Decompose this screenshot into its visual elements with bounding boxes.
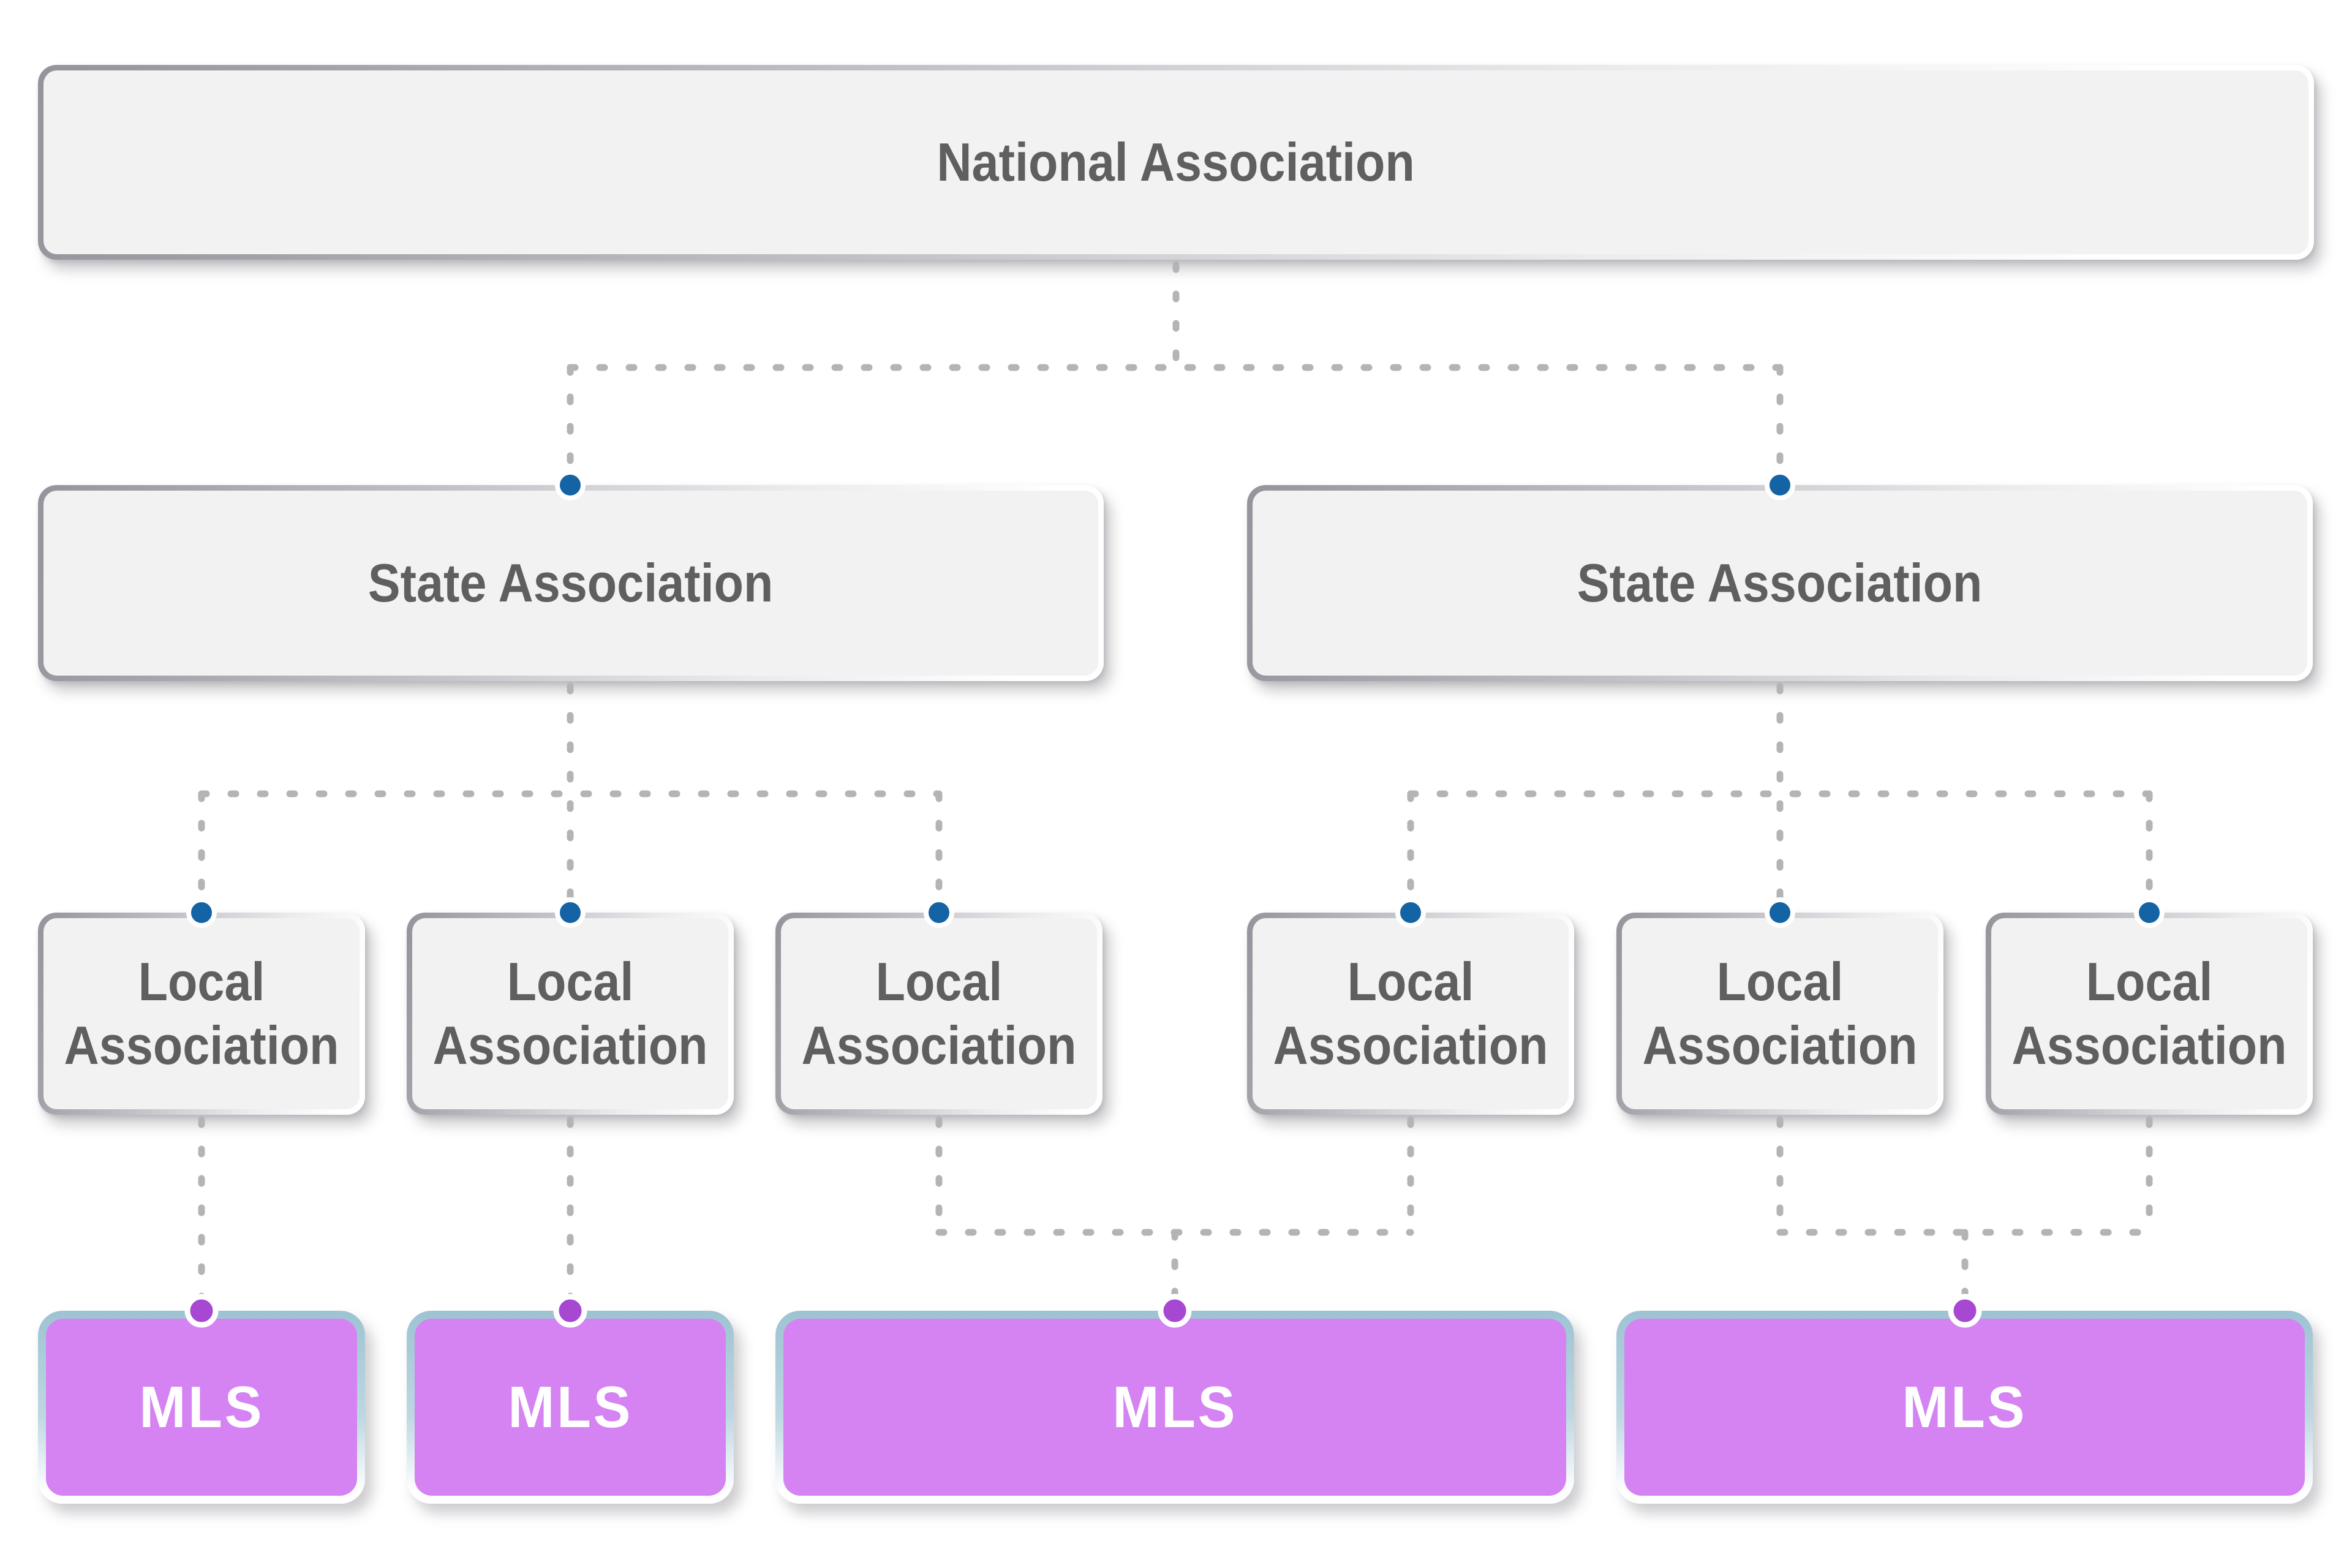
mls-box-2: MLS <box>407 1311 734 1504</box>
local-association-label-6: Local Association <box>2011 951 2287 1076</box>
local-association-label-3: Local Association <box>801 951 1077 1076</box>
local-association-box-4-face: Local Association <box>1253 918 1569 1109</box>
mls-box-2-face: MLS <box>415 1319 726 1496</box>
state-association-label-2: State Association <box>1577 552 1983 614</box>
state-association-box-1: State Association <box>38 485 1104 681</box>
state-association-box-2: State Association <box>1247 485 2313 681</box>
local-association-label-5: Local Association <box>1642 951 1918 1076</box>
mls-box-4-face: MLS <box>1624 1319 2305 1496</box>
local-association-box-2-face: Local Association <box>412 918 728 1109</box>
national-association-box-face: National Association <box>43 70 2309 254</box>
local-association-box-3-face: Local Association <box>781 918 1097 1109</box>
local-association-label-2: Local Association <box>432 951 708 1076</box>
national-association-box: National Association <box>38 65 2314 260</box>
mls-box-3: MLS <box>775 1311 1574 1504</box>
local-association-box-6: Local Association <box>1986 913 2313 1115</box>
mls-box-3-face: MLS <box>783 1319 1566 1496</box>
local-association-box-4: Local Association <box>1247 913 1574 1115</box>
local-association-box-1-face: Local Association <box>43 918 360 1109</box>
mls-label-4: MLS <box>1902 1374 2027 1440</box>
mls-label-2: MLS <box>508 1374 633 1440</box>
state-association-box-1-face: State Association <box>43 491 1098 676</box>
local-association-label-4: Local Association <box>1273 951 1548 1076</box>
mls-box-4: MLS <box>1616 1311 2313 1504</box>
local-association-box-3: Local Association <box>775 913 1102 1115</box>
local-association-box-1: Local Association <box>38 913 365 1115</box>
mls-box-1-face: MLS <box>46 1319 357 1496</box>
mls-box-1: MLS <box>38 1311 365 1504</box>
local-association-box-5-face: Local Association <box>1622 918 1938 1109</box>
local-association-label-1: Local Association <box>64 951 339 1076</box>
state-association-label-1: State Association <box>368 552 774 614</box>
mls-label-3: MLS <box>1112 1374 1237 1440</box>
local-association-box-2: Local Association <box>407 913 734 1115</box>
dotted-connectors <box>198 261 2153 1307</box>
mls-label-1: MLS <box>139 1374 264 1440</box>
state-association-box-2-face: State Association <box>1253 491 2307 676</box>
local-association-box-5: Local Association <box>1616 913 1943 1115</box>
local-association-box-6-face: Local Association <box>1991 918 2307 1109</box>
national-association-label: National Association <box>937 132 1415 193</box>
